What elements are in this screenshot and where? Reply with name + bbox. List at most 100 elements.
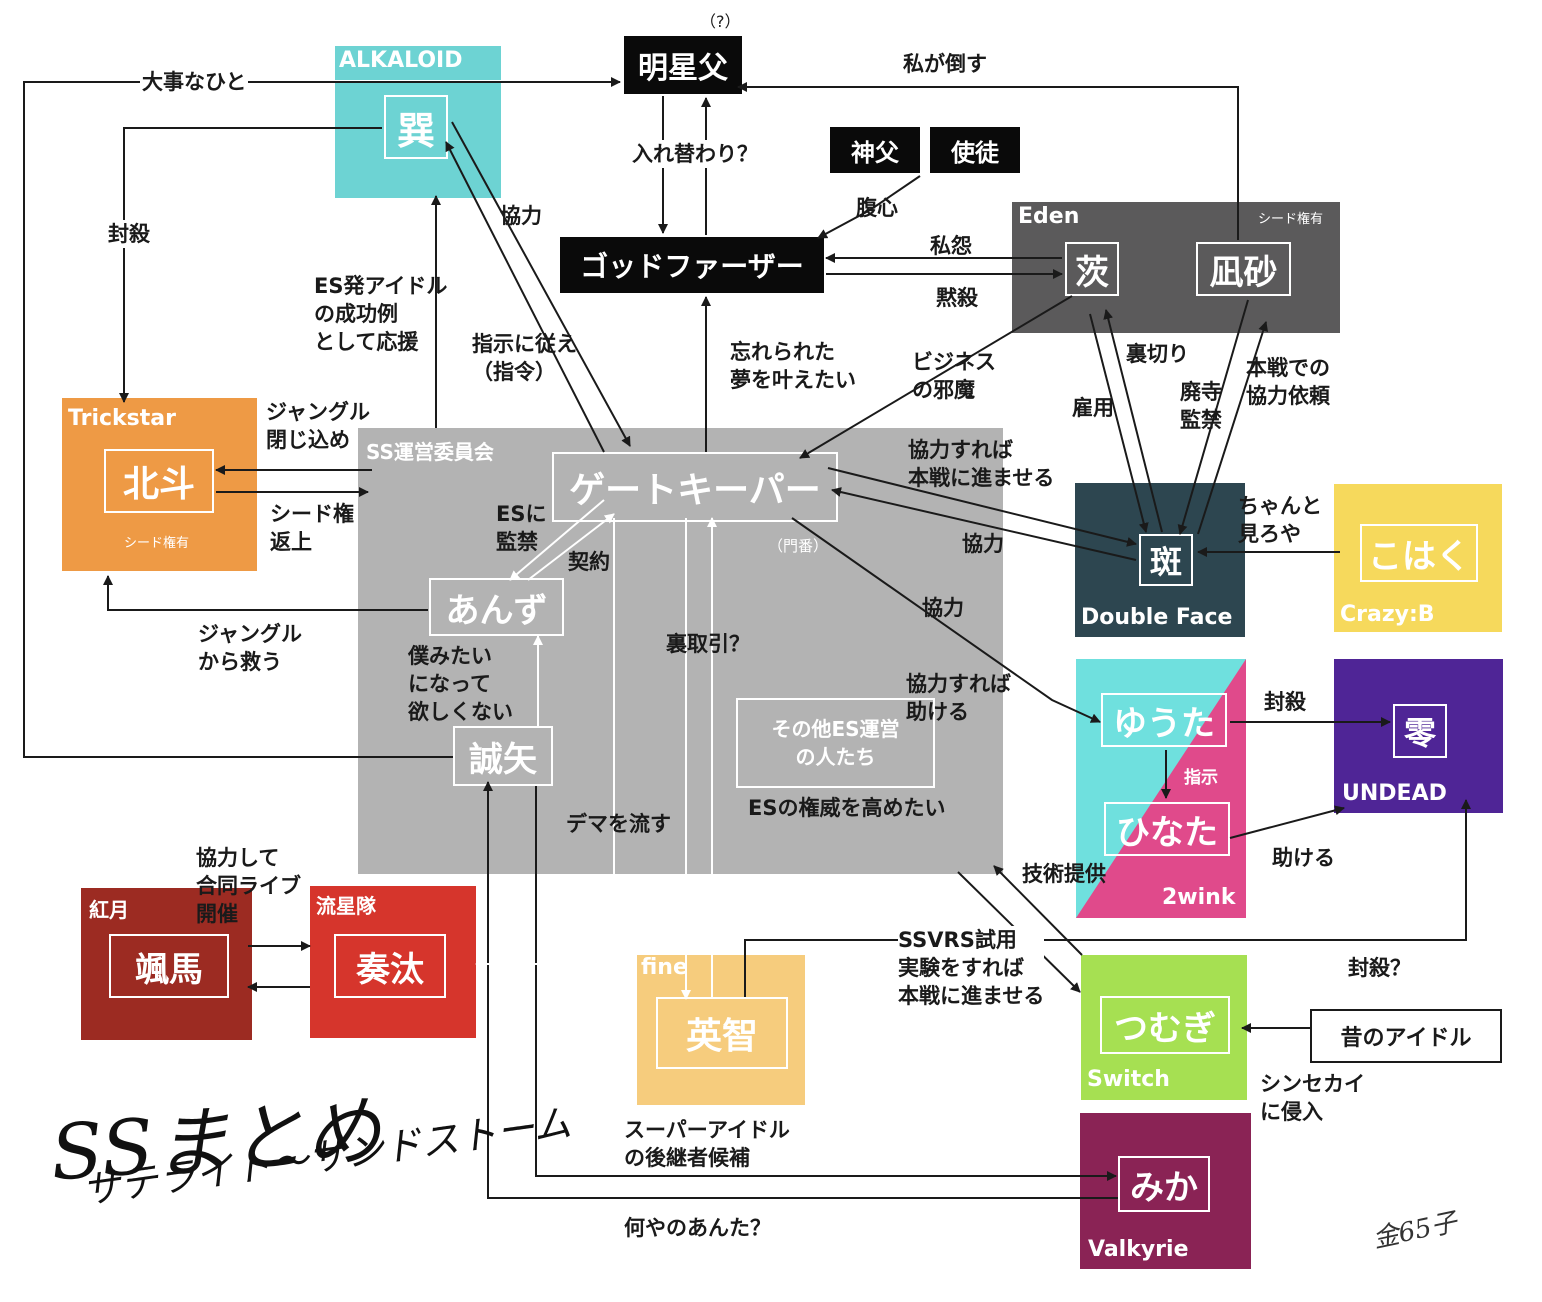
edge-madara-nagisa [1197, 321, 1269, 535]
tatsumi-node[interactable]: 巽 [384, 95, 448, 159]
label-gijutsu: 技術提供 [1022, 862, 1106, 886]
edge-tatsumi-hokuto [119, 127, 382, 403]
edge-anzu-gatekeeper [527, 513, 615, 581]
label-shiji: 指示に従え （指令） [472, 332, 577, 384]
undead-label: UNDEAD [1342, 781, 1447, 806]
shito-node[interactable]: 使徒 [930, 127, 1020, 173]
fine-label: fine [641, 955, 688, 980]
eden-label: Eden [1018, 204, 1080, 229]
edge-tatsumi-gatekeeper [451, 121, 631, 447]
ss-committee-group: SS運営委員会 [358, 428, 1003, 874]
label-es-idol: ES発アイドル の成功例 として応援 [314, 274, 448, 354]
label-business: ビジネス の邪魔 [912, 350, 996, 402]
eden-seed-badge: シード権有 [1258, 212, 1324, 227]
twink-split-background [1076, 659, 1246, 918]
label-honsen-irai: 本戦での 協力依頼 [1246, 356, 1330, 408]
label-tasukeru-sureba: 協力すれば 助ける [906, 672, 1011, 724]
edge-makoto-mika [535, 786, 1117, 1181]
label-seed-back: シード権 返上 [270, 502, 354, 554]
eichi-node[interactable]: 英智 [656, 997, 788, 1069]
mystery-mark: （?） [700, 12, 741, 31]
edge-nagisa-akehoshi [737, 82, 1239, 240]
edge-gatekeeper-kanata [475, 518, 615, 969]
souma-node[interactable]: 颯馬 [109, 934, 229, 998]
label-ssvrs: SSVRS試用 実験をすれば 本戦に進ませる [898, 926, 1045, 1010]
ss-committee-label: SS運営委員会 [366, 440, 494, 464]
edge-gatekeeper-madara [827, 467, 1137, 547]
edge-mika-makoto [483, 781, 1118, 1199]
label-chanto: ちゃんと 見ろや [1238, 494, 1322, 546]
gatekeeper-node[interactable]: ゲートキーパー [552, 452, 838, 522]
edge-shinpu-godfather [817, 175, 921, 239]
godfather-node[interactable]: ゴッドファーザー [560, 237, 824, 293]
label-dema: デマを流す [566, 812, 671, 836]
label-shien: 私怨 [930, 234, 972, 258]
shinpu-node[interactable]: 神父 [830, 127, 920, 173]
ibara-node[interactable]: 茨 [1065, 242, 1119, 296]
label-koyou: 雇用 [1072, 396, 1114, 420]
label-fukushin: 腹心 [856, 196, 898, 220]
edge-gatekeeper-yuta [791, 517, 1101, 723]
edge-hinata-undead [1229, 805, 1345, 839]
mika-node[interactable]: みか [1118, 1156, 1210, 1212]
label-kyouryoku-live: 協力して 合同ライブ 開催 [196, 846, 301, 926]
label-es-kankin: ESに 監禁 [496, 502, 547, 554]
label-super-idol: スーパーアイドル の後継者候補 [624, 1118, 790, 1170]
trickstar-seed-badge: シード権有 [124, 536, 190, 551]
label-fuusatsu1: 封殺 [108, 220, 150, 248]
label-irekawari: 入れ替わり？ [632, 140, 758, 168]
twink-group: 2wink [1076, 659, 1246, 918]
ryuseitai-group: 流星隊 [310, 886, 476, 1038]
crazyb-group: Crazy:B [1334, 484, 1502, 632]
edge-nagisa-madara [1177, 299, 1249, 535]
hinata-node[interactable]: ひなた [1104, 802, 1230, 856]
others-node[interactable]: その他ES運営 の人たち [736, 698, 935, 788]
valkyrie-label: Valkyrie [1088, 1237, 1189, 1262]
double-face-group: Double Face [1075, 483, 1245, 637]
label-es-ken: ESの権威を高めたい [748, 796, 946, 820]
label-shinsekai: シンセカイ に侵入 [1260, 1072, 1365, 1124]
alkaloid-label: ALKALOID [339, 48, 463, 73]
edge-gatekeeper-tatsumi [445, 141, 605, 453]
label-mokusatsu: 黙殺 [936, 286, 978, 310]
label-nanya: 何やのあんた？ [624, 1216, 771, 1240]
edge-anzu-hokuto [103, 575, 428, 611]
fine-group: fine [637, 955, 805, 1105]
label-keiyaku: 契約 [568, 550, 610, 574]
label-uragiri: 裏切り [1126, 342, 1189, 366]
edge-madara-gatekeeper [831, 487, 1137, 561]
kohaku-node[interactable]: こはく [1360, 524, 1478, 582]
label-kyouryoku2: 協力 [962, 532, 1004, 556]
gatekeeper-subtitle: （門番） [768, 537, 829, 555]
edge-madara-ibara [1103, 309, 1163, 533]
label-haidera: 廃寺 監禁 [1180, 380, 1222, 432]
label-kyouryoku1: 協力 [500, 204, 542, 228]
akehoshi-father-node[interactable]: 明星父 [624, 36, 742, 94]
label-kyouryoku-sureba: 協力すれば 本戦に進ませる [908, 438, 1055, 490]
edge-makoto-akehoshi [23, 77, 621, 758]
makoto-node[interactable]: 誠矢 [453, 726, 553, 786]
old-idol-node[interactable]: 昔のアイドル [1310, 1009, 1502, 1063]
madara-node[interactable]: 斑 [1139, 534, 1193, 586]
yuta-node[interactable]: ゆうた [1101, 693, 1227, 747]
label-fuusatsu2: 封殺 [1264, 690, 1306, 714]
trickstar-group: Trickstar シード権有 [62, 398, 257, 571]
trickstar-label: Trickstar [68, 406, 176, 431]
hokuto-node[interactable]: 北斗 [104, 449, 214, 513]
tsumugi-node[interactable]: つむぎ [1100, 996, 1230, 1054]
nagisa-node[interactable]: 凪砂 [1196, 242, 1291, 296]
ryuseitai-label: 流星隊 [316, 894, 376, 918]
label-wasure: 忘れられた 夢を叶えたい [730, 340, 856, 392]
label-uratorihiki: 裏取引？ [666, 632, 750, 656]
rei-node[interactable]: 零 [1393, 704, 1447, 758]
edge-eichi-undead [744, 799, 1471, 997]
kanata-node[interactable]: 奏汰 [334, 934, 446, 998]
switch-group: Switch [1081, 955, 1247, 1100]
label-jungle1: ジャングル 閉じ込め [266, 400, 370, 452]
double-face-label: Double Face [1081, 605, 1233, 630]
label-daiji: 大事なひと [140, 68, 249, 96]
label-fuusatsu3: 封殺？ [1348, 956, 1411, 980]
edge-ibara-gatekeeper [799, 295, 1073, 459]
anzu-node[interactable]: あんず [429, 578, 564, 636]
